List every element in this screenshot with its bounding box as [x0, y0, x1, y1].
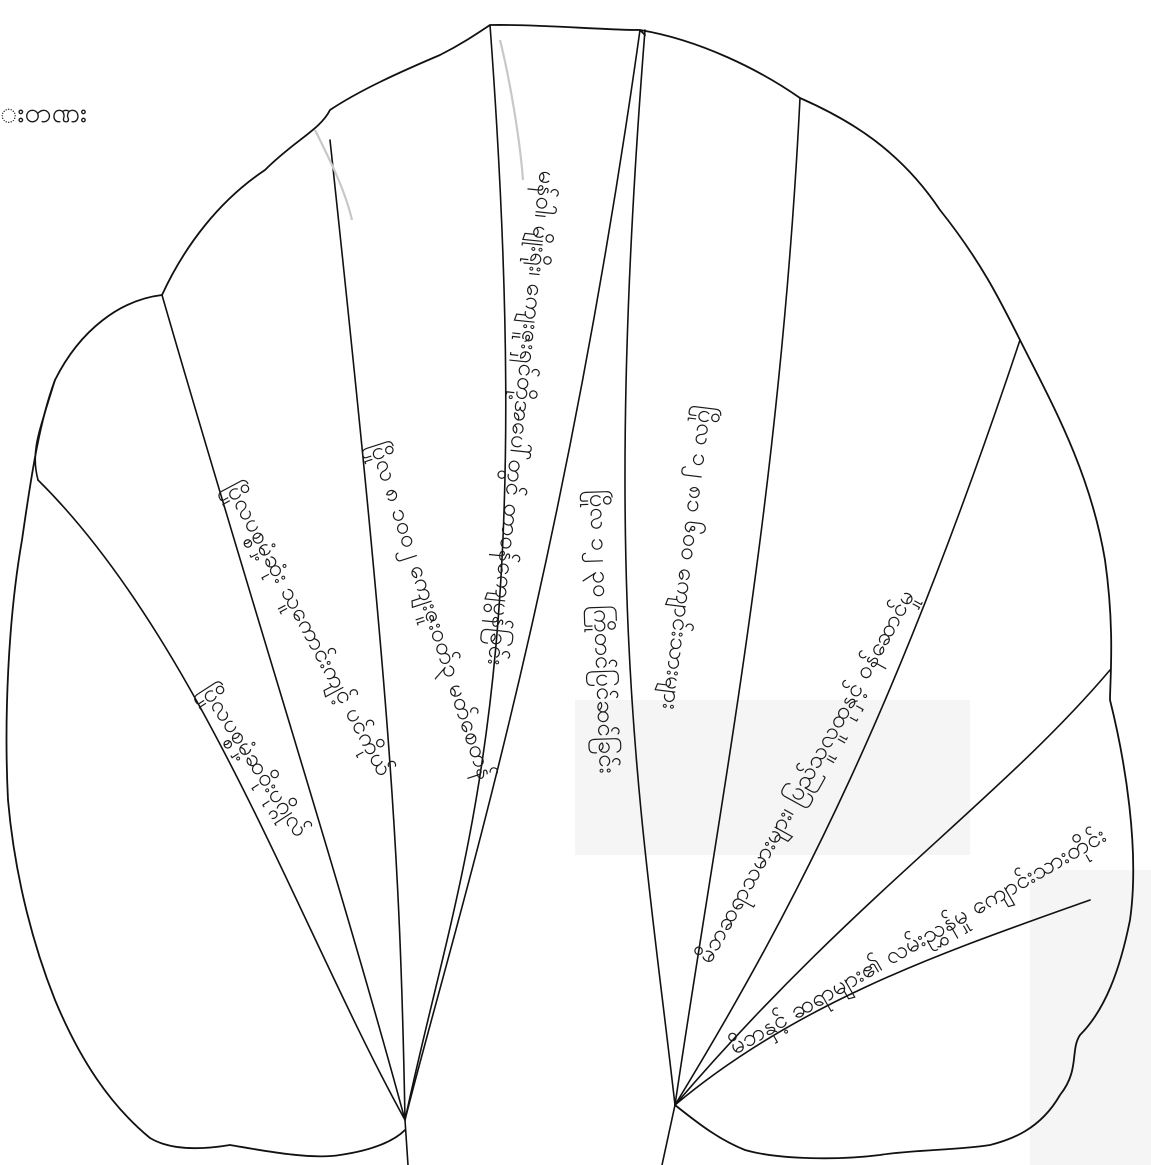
left-section-text-1: ပြိုလပစ္စမှံ့ဆဝိုးပုဂ္ဂိုလ် — [190, 677, 317, 845]
right-vein-5 — [675, 900, 1090, 1105]
right-section-text-2: ပြိုလ ၁၂ ၈၁ ၆၀၀ ကျောင်းသားများ — [652, 404, 724, 712]
left-vein-1 — [38, 480, 405, 1120]
right-vein-1 — [625, 30, 675, 1105]
left-vein-3 — [330, 140, 405, 1120]
left-stem — [405, 1120, 408, 1165]
left-vein-2 — [162, 295, 405, 1120]
left-crossvein-1 — [35, 380, 55, 480]
right-stem — [662, 1105, 675, 1165]
left-section-text-4: မန်၀ါ၊ မျိုးရိုး၊ ကျေးဇူးရှင်တို့အပေါ်တွ… — [476, 169, 564, 667]
mid-faint-line — [500, 40, 523, 180]
corner-label: း၀ာဏး — [0, 96, 87, 129]
